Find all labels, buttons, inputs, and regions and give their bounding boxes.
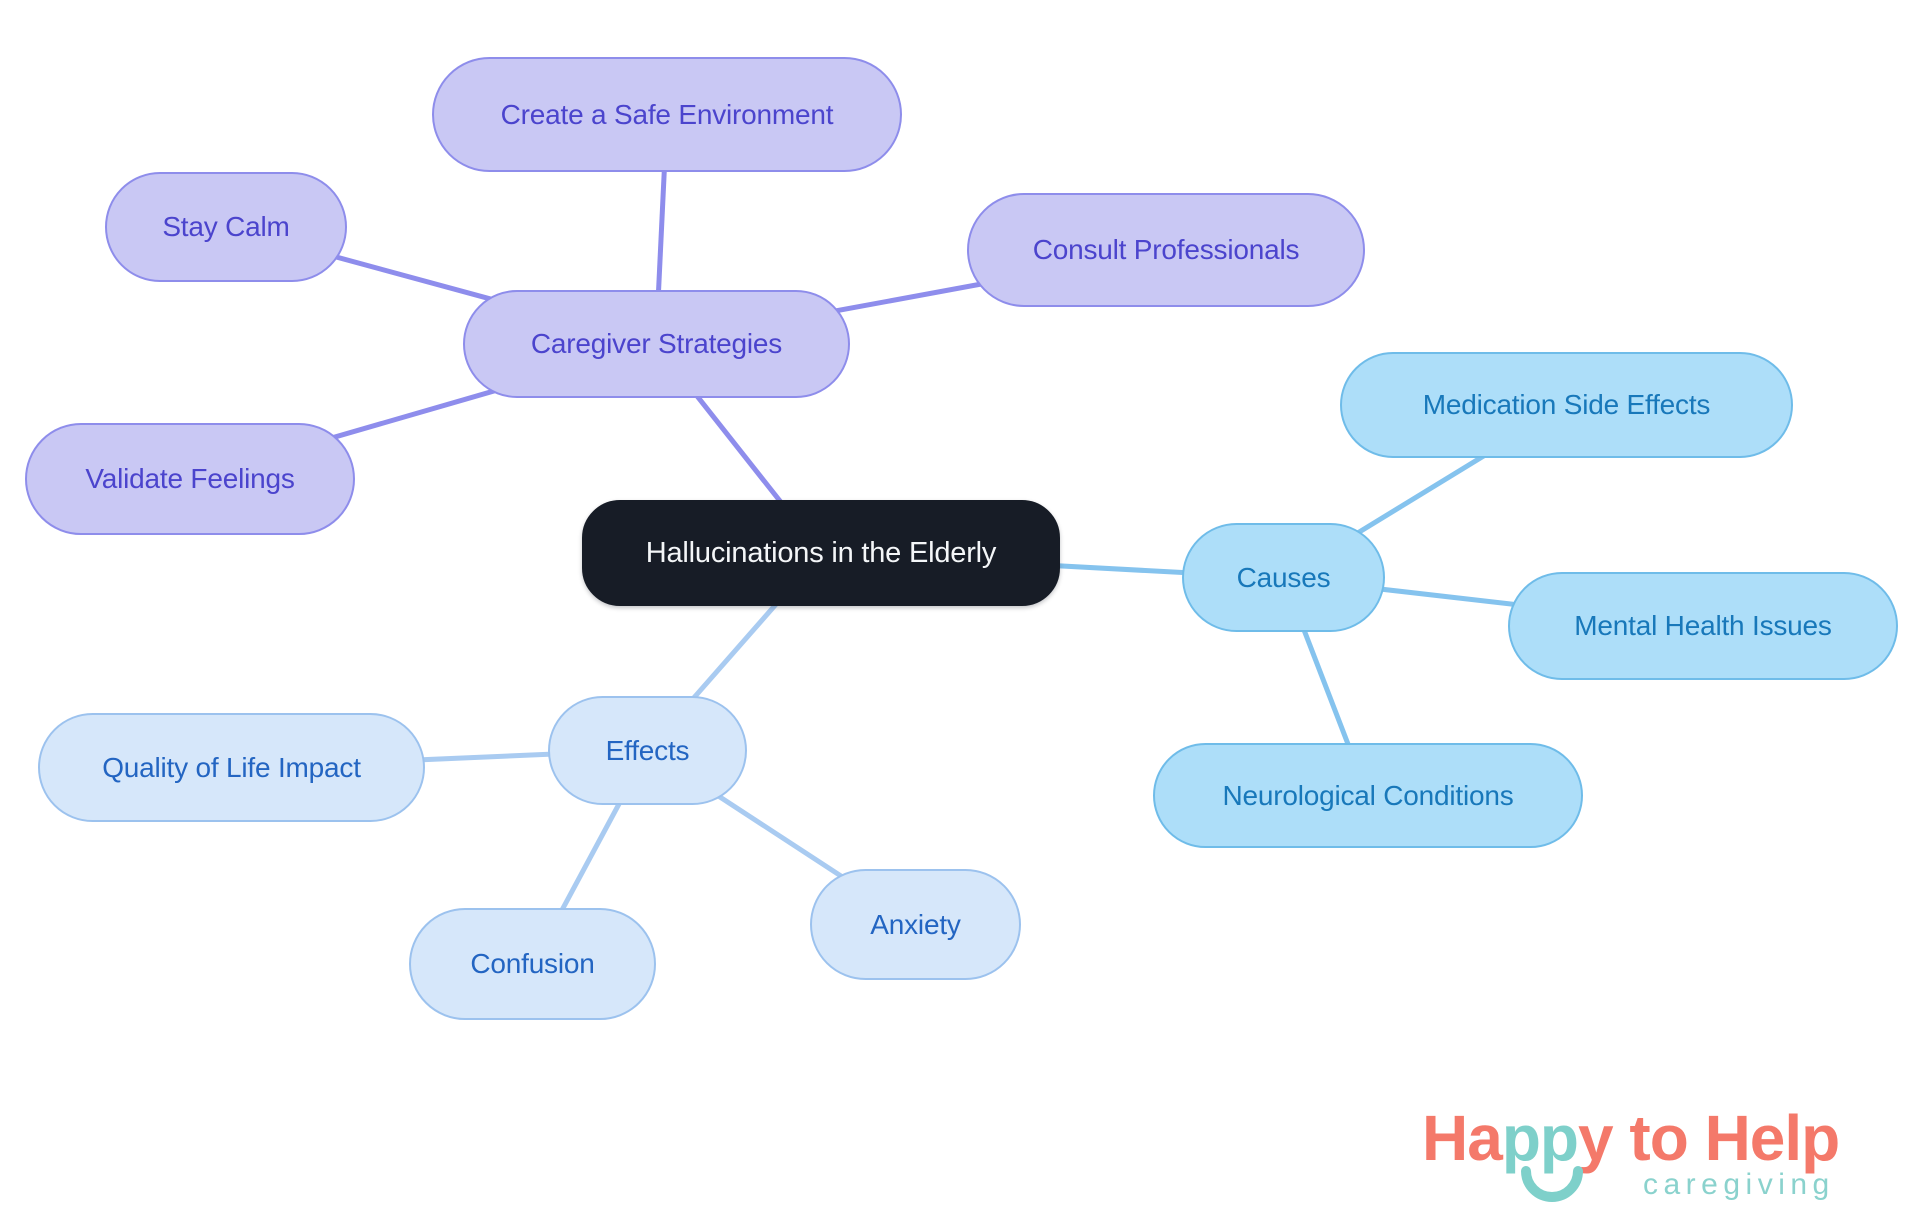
- node-effects[interactable]: Effects: [548, 696, 747, 805]
- node-quality-of-life-impact[interactable]: Quality of Life Impact: [38, 713, 425, 822]
- node-neurological-conditions[interactable]: Neurological Conditions: [1153, 743, 1583, 848]
- node-medication-side-effects[interactable]: Medication Side Effects: [1340, 352, 1793, 458]
- node-create-safe-environment[interactable]: Create a Safe Environment: [432, 57, 902, 172]
- node-central-topic[interactable]: Hallucinations in the Elderly: [582, 500, 1060, 606]
- node-consult-professionals[interactable]: Consult Professionals: [967, 193, 1365, 307]
- node-mental-health-issues[interactable]: Mental Health Issues: [1508, 572, 1898, 680]
- node-stay-calm[interactable]: Stay Calm: [105, 172, 347, 282]
- node-validate-feelings[interactable]: Validate Feelings: [25, 423, 355, 535]
- node-confusion[interactable]: Confusion: [409, 908, 656, 1020]
- node-caregiver-strategies[interactable]: Caregiver Strategies: [463, 290, 850, 398]
- node-anxiety[interactable]: Anxiety: [810, 869, 1021, 980]
- node-causes[interactable]: Causes: [1182, 523, 1385, 632]
